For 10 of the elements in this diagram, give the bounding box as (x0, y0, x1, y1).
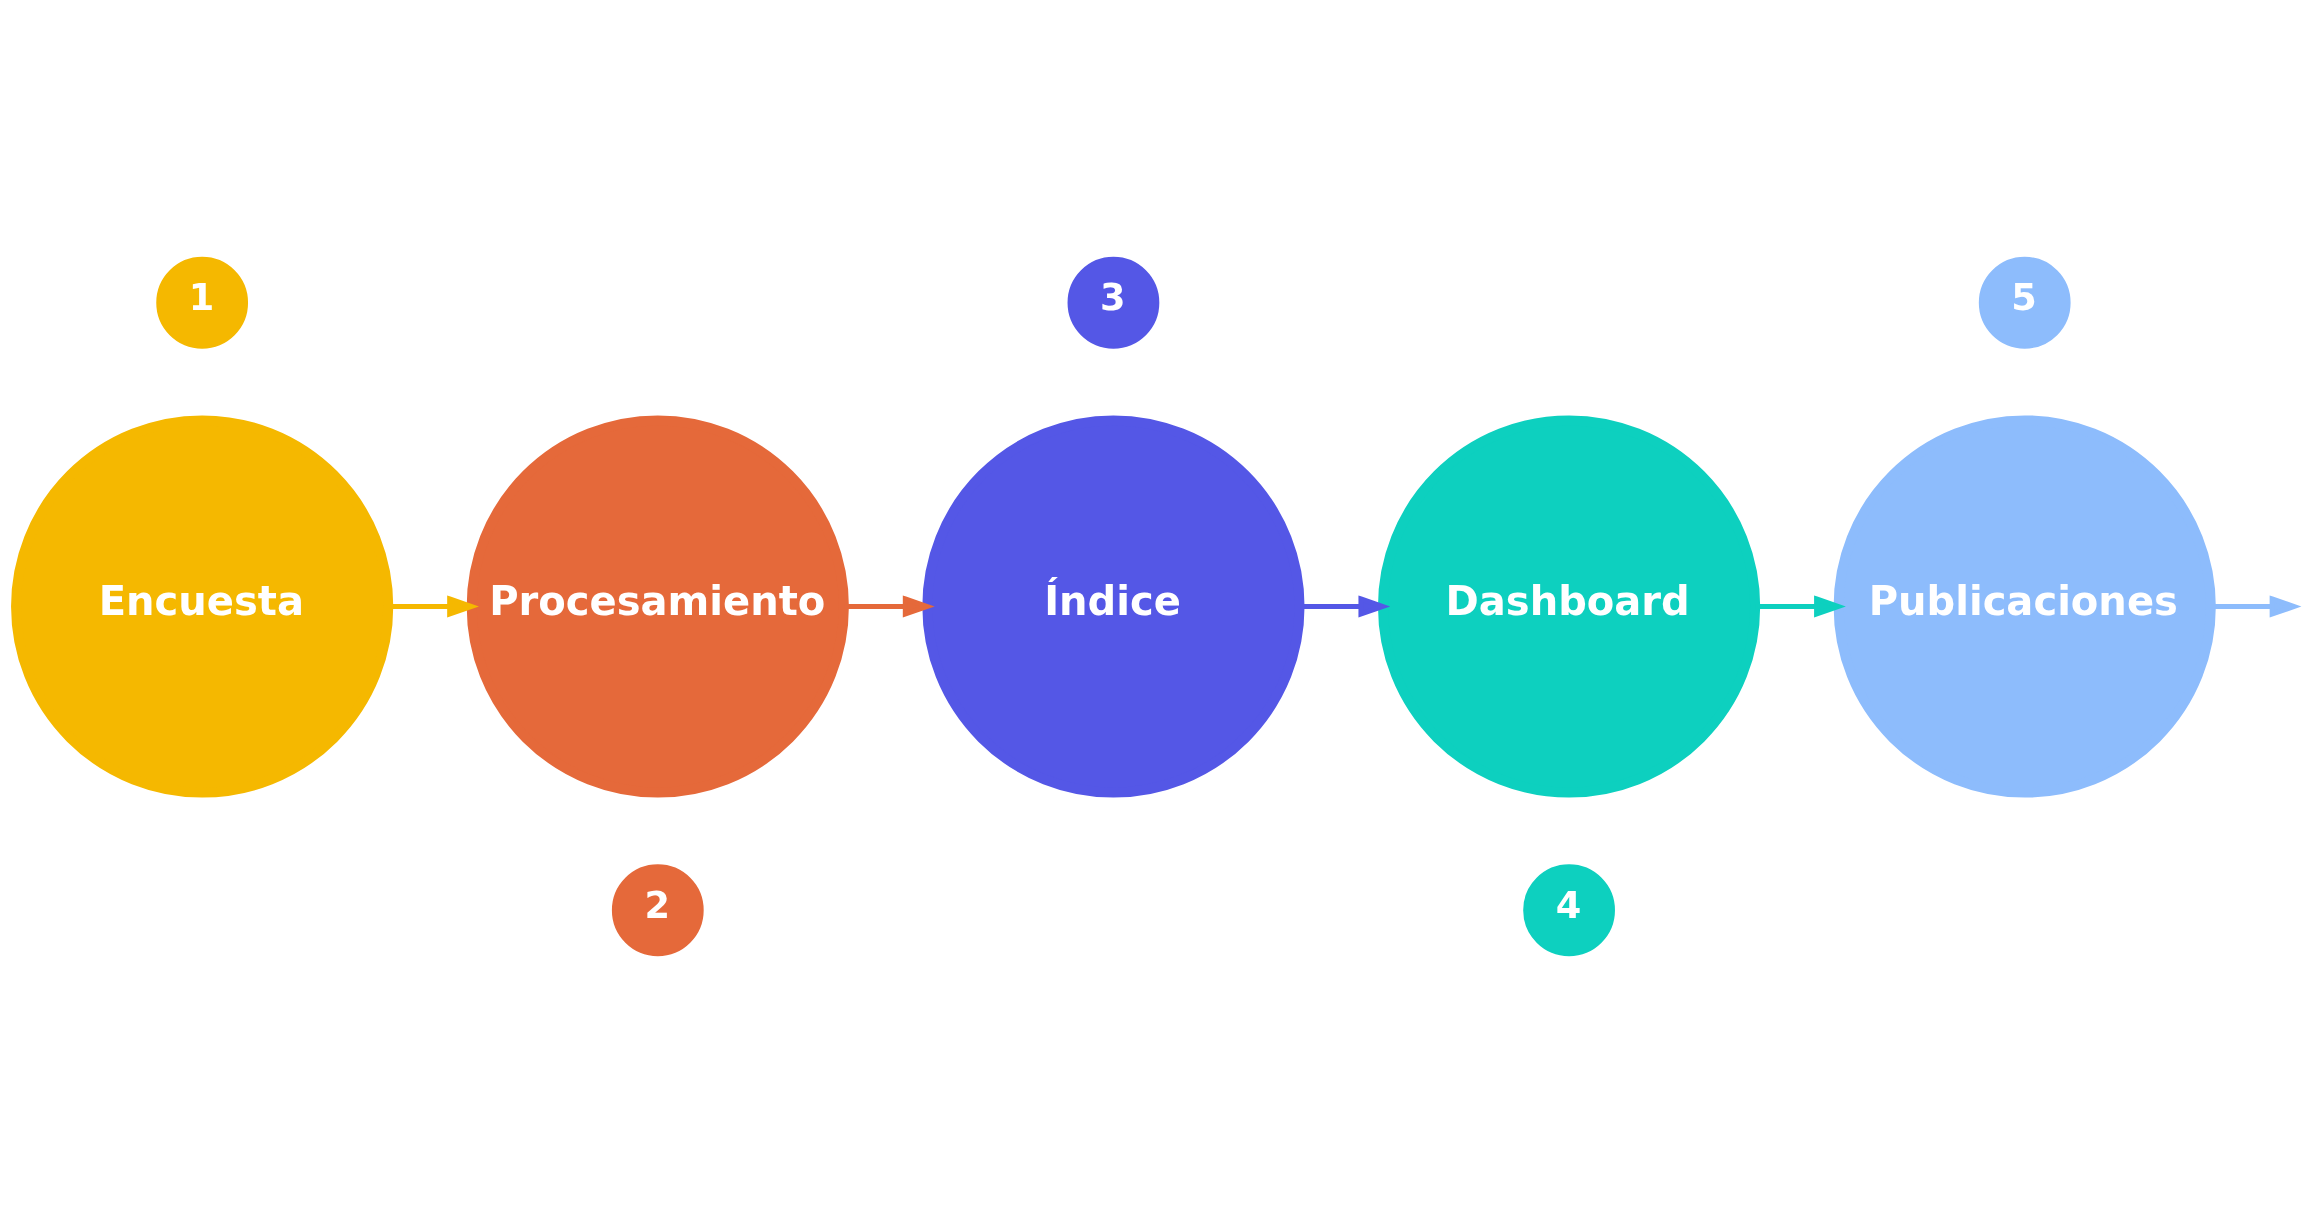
node-circle: 5 (1978, 256, 2071, 349)
node-circle: Dashboard (1377, 414, 1761, 798)
node-circle: Índice (922, 414, 1305, 798)
node-circle: 1 (156, 256, 249, 349)
node-circle: 4 (1523, 863, 1615, 956)
node-circle: 3 (1067, 256, 1160, 349)
node-circle: Procesamiento (466, 414, 849, 798)
node-circle: 2 (611, 863, 704, 956)
node-circle: Encuesta (11, 414, 394, 798)
node-circle: Publicaciones (1833, 414, 2216, 798)
